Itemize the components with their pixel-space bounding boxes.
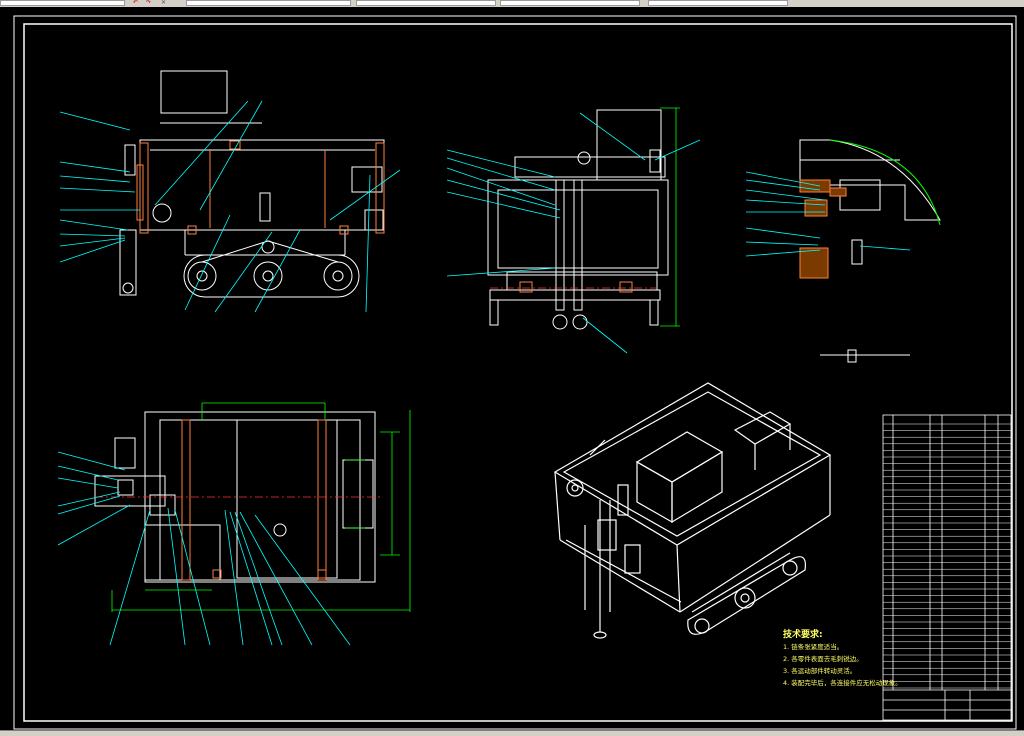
- plan-view-leaders: [57, 451, 351, 646]
- toolbar-field[interactable]: [0, 0, 125, 6]
- sheet-outer-border: [13, 15, 1017, 730]
- detail-view-arc: [829, 139, 941, 226]
- cad-drawing-canvas[interactable]: [0, 7, 1024, 730]
- technical-requirement-item: 3. 各运动部件转动灵活。: [783, 667, 857, 675]
- isometric-view: [553, 382, 832, 639]
- close-icon[interactable]: ✕: [160, 0, 167, 6]
- parts-table: [882, 414, 1012, 721]
- side-view: [487, 109, 669, 330]
- parts-table-rows: [883, 423, 1011, 689]
- technical-requirements: 技术要求: 1. 链条张紧度适当。 2. 各零件表面去毛刺锐边。 3. 各运动部…: [783, 629, 902, 689]
- front-view-leaders: [59, 100, 401, 313]
- technical-requirement-item: 1. 链条张紧度适当。: [783, 643, 844, 651]
- sheet-inner-border: [23, 23, 1013, 722]
- detail-view-leaders: [745, 171, 911, 257]
- front-view: [119, 70, 385, 298]
- lineweight-dropdown[interactable]: [648, 0, 788, 6]
- technical-requirement-item: 2. 各零件表面去毛刺锐边。: [783, 655, 863, 663]
- side-view-hidden-lines: [519, 281, 633, 293]
- redo-icon[interactable]: ↷: [145, 0, 152, 6]
- undo-icon[interactable]: ↶: [132, 0, 139, 6]
- technical-requirements-title: 技术要求:: [783, 630, 823, 640]
- detail-view-section-fill: [799, 179, 847, 279]
- layer-dropdown[interactable]: [186, 0, 351, 6]
- linetype-dropdown[interactable]: [500, 0, 640, 6]
- status-bar: [0, 730, 1024, 736]
- side-view-leaders: [446, 112, 701, 354]
- plan-view-hidden-lines: [181, 419, 327, 581]
- side-view-dimensions: [660, 107, 680, 327]
- front-view-hidden-lines: [136, 140, 385, 235]
- technical-requirement-item: 4. 装配完毕后，各连接件应无松动现象。: [783, 679, 902, 687]
- color-dropdown[interactable]: [356, 0, 496, 6]
